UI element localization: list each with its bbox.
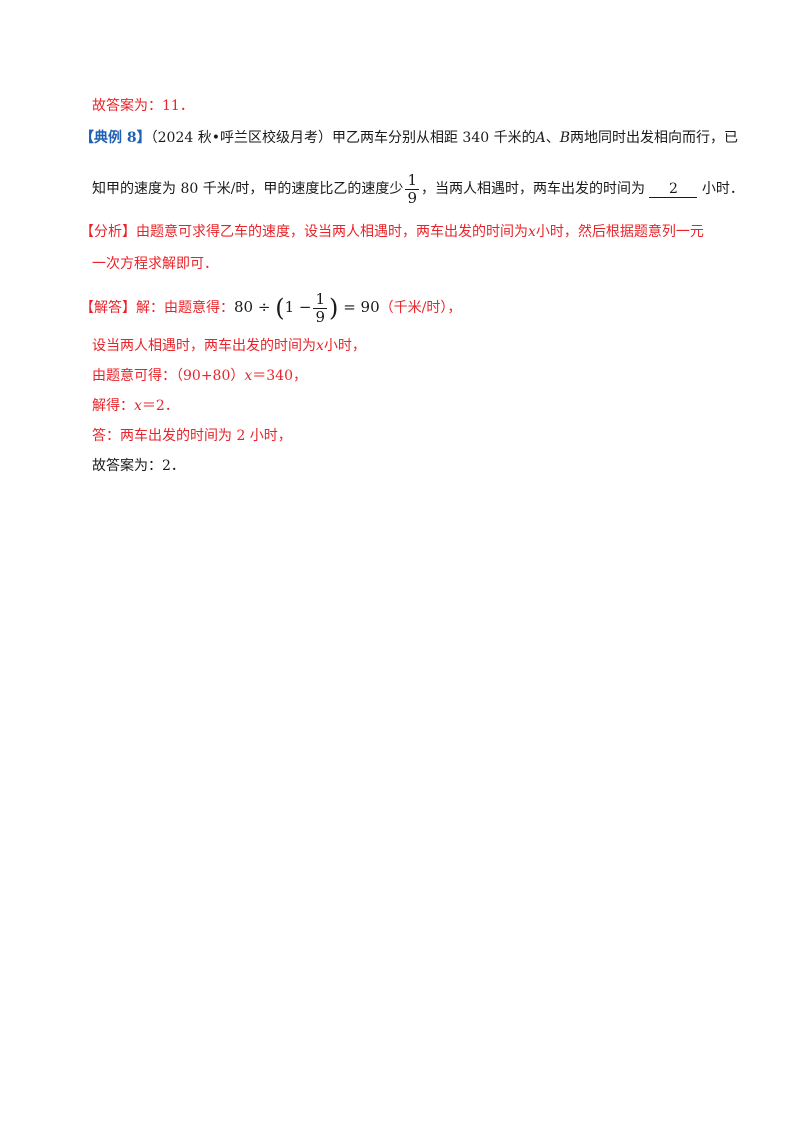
- example-source: （2024 秋•呼兰区校级月考）: [150, 130, 332, 146]
- analysis-text-2: 小时，然后根据题意列一元: [535, 224, 704, 240]
- separator: 、: [545, 130, 560, 146]
- step1-var-x: x: [316, 338, 324, 354]
- question-text-1: 甲乙两车分别从相距 340 千米的: [331, 130, 536, 146]
- analysis-var-x: x: [528, 224, 536, 240]
- answer-blank: 2: [649, 181, 698, 198]
- equation-left: 80 ÷: [234, 298, 271, 316]
- analysis-line-2: 一次方程求解即可．: [92, 256, 218, 272]
- paren-close: ): [329, 294, 339, 322]
- example-question-line-1: 【典例 8】（2024 秋•呼兰区校级月考）甲乙两车分别从相距 340 千米的A…: [80, 128, 738, 148]
- previous-answer-line: 故答案为：11．: [92, 98, 194, 114]
- equation-unit: （千米/时），: [379, 300, 462, 316]
- final-answer-line: 故答案为：2．: [92, 458, 185, 474]
- equation-fraction-numerator: 1: [313, 289, 328, 309]
- step2-var-x: x: [244, 368, 253, 384]
- step3-text-b: ＝2．: [141, 398, 179, 414]
- solution-step-3: 解得：x＝2．: [92, 396, 179, 416]
- var-b: B: [559, 130, 571, 146]
- step2-text-a: 由题意可得：（90+80）: [92, 368, 245, 384]
- step3-var-x: x: [134, 398, 142, 414]
- step1-text-a: 设当两人相遇时，两车出发的时间为: [92, 338, 316, 354]
- question-text-5: 小时．: [701, 181, 744, 197]
- fraction-numerator: 1: [405, 170, 419, 190]
- solution-tag: 【解答】: [80, 300, 136, 316]
- equation-fraction-denominator: 9: [315, 307, 326, 326]
- step2-text-b: ＝340，: [252, 368, 307, 384]
- solution-step-4: 答：两车出发的时间为 2 小时，: [92, 428, 292, 444]
- example-tag: 【典例 8】: [80, 130, 151, 146]
- solution-step-2: 由题意可得：（90+80）x＝340，: [92, 366, 307, 386]
- question-text-3: 知甲的速度为 80 千米/时，甲的速度比乙的速度少: [92, 181, 404, 197]
- question-text-2: 两地同时出发相向而行，已: [570, 130, 739, 146]
- var-a: A: [535, 130, 546, 146]
- analysis-line-1: 【分析】由题意可求得乙车的速度，设当两人相遇时，两车出发的时间为x小时，然后根据…: [80, 222, 704, 242]
- solution-step-1: 设当两人相遇时，两车出发的时间为x小时，: [92, 336, 366, 356]
- step1-text-b: 小时，: [323, 338, 366, 354]
- question-text-4: ，当两人相遇时，两车出发的时间为: [420, 181, 645, 197]
- equation-one-minus: 1 −: [284, 298, 312, 316]
- solution-intro: 解：由题意得：: [136, 300, 234, 316]
- analysis-tag: 【分析】: [80, 224, 136, 240]
- step3-text-a: 解得：: [92, 398, 134, 414]
- equation-right: = 90: [343, 298, 380, 316]
- fraction-denominator: 9: [407, 188, 417, 207]
- analysis-text-1: 由题意可求得乙车的速度，设当两人相遇时，两车出发的时间为: [136, 224, 528, 240]
- paren-open: (: [275, 294, 285, 322]
